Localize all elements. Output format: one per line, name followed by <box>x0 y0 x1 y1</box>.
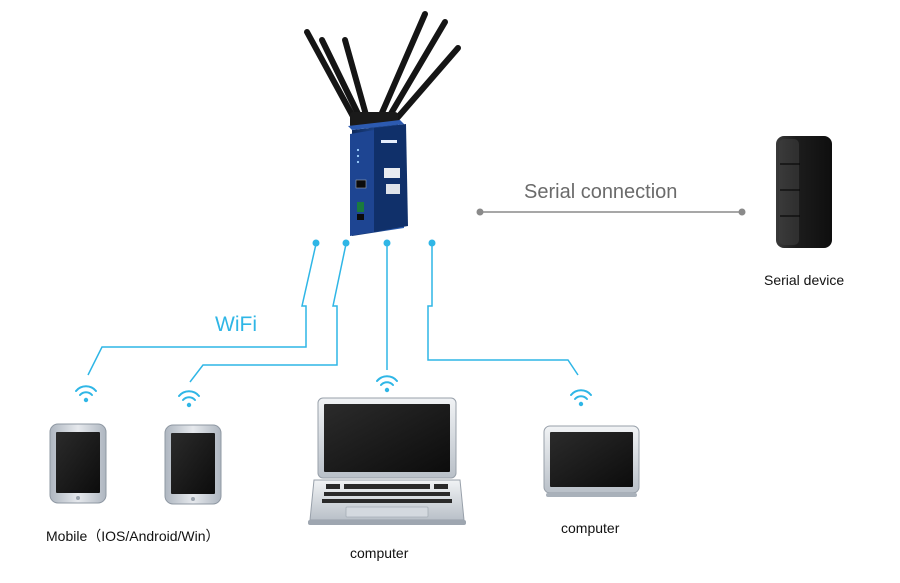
serial-device-label: Serial device <box>764 272 845 288</box>
laptop-icon <box>308 397 466 525</box>
computer-label-laptop: computer <box>350 545 409 561</box>
tablet-icon <box>164 424 222 505</box>
wifi-links <box>87 243 579 383</box>
wifi-link-monitor <box>427 244 579 376</box>
computer-label-monitor: computer <box>561 520 620 536</box>
mobile-label: Mobile（IOS/Android/Win） <box>46 528 220 544</box>
serial-connection-line <box>476 208 746 216</box>
wifi-signal-icon <box>75 385 97 403</box>
tablet-icon <box>49 423 107 504</box>
serial-server-icon <box>776 136 832 248</box>
wifi-signal-icon <box>570 389 592 407</box>
wifi-label: WiFi <box>215 313 257 336</box>
wifi-link-mobile-1 <box>87 243 317 376</box>
4g-wifi-router-icon <box>304 11 461 236</box>
wifi-signal-icon <box>178 390 200 408</box>
wifi-signal-icon <box>376 375 398 393</box>
wifi-link-mobile-2 <box>189 243 347 383</box>
monitor-icon <box>543 425 640 497</box>
serial-connection-label: Serial connection <box>524 181 678 203</box>
wifi-link-dots <box>312 239 436 247</box>
